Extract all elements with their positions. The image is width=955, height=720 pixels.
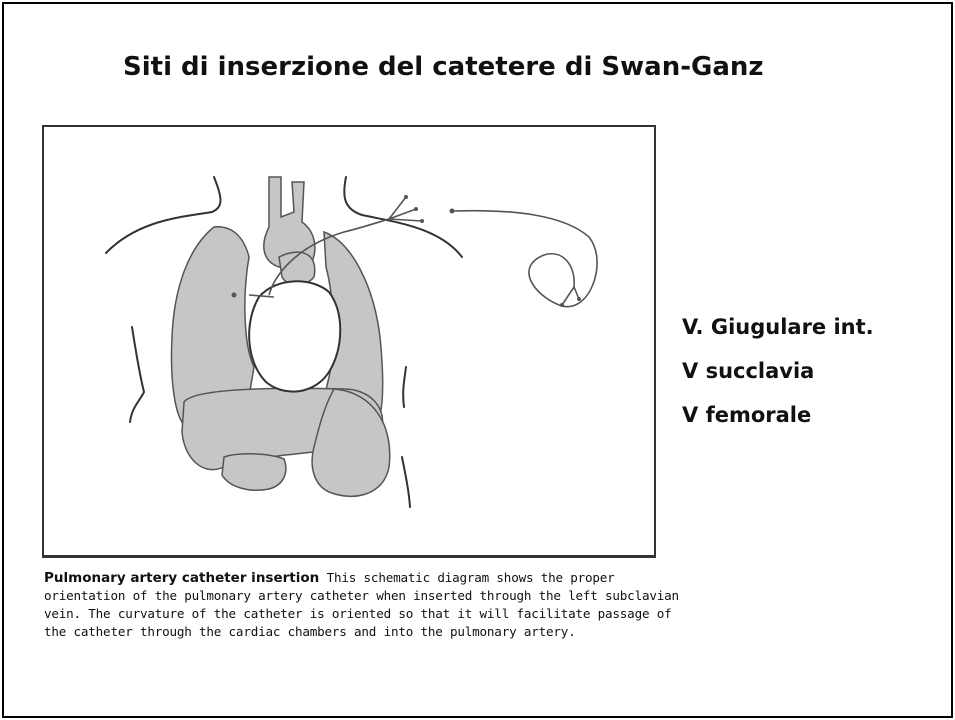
heart [248,280,342,393]
catheter-loop-tail-1 [561,286,575,306]
intestine [221,453,287,491]
catheter-diagram [42,125,656,558]
loop-dot-2 [577,297,581,301]
hub-dot-2 [414,207,418,211]
catheter-hub-line-3 [388,218,423,222]
catheter-body [268,218,390,296]
anatomy-illustration [105,176,598,508]
insertion-sites-list: V. Giugulare int. V succlavia V femorale [682,305,874,437]
caption-title: Pulmonary artery catheter insertion [44,570,320,586]
site-item: V. Giugulare int. [682,315,874,339]
caption-body: This schematic diagram shows the proper … [44,570,679,639]
hub-dot-1 [404,195,408,199]
figure-caption: Pulmonary artery catheter insertion This… [44,569,684,641]
stomach [311,388,391,498]
catheter-tip-dot [231,292,237,298]
hub-dot-3 [420,219,424,223]
site-item: V succlavia [682,359,815,383]
catheter-hub-line-2 [388,208,417,220]
torso-side-left [129,326,146,423]
slide-title: Siti di inserzione del catetere di Swan-… [123,52,764,82]
torso-side-right [402,366,407,408]
catheter-loop-tail-2 [573,286,580,300]
neck-outline-left [105,176,222,254]
catheter-loop [451,209,598,308]
site-item: V femorale [682,403,812,427]
catheter-tip [248,294,275,298]
torso-side-right-lower [401,456,411,508]
loop-dot-1 [560,303,564,307]
catheter-end-dot [449,208,455,214]
neck-outline-right [343,176,463,258]
catheter-hub-line-1 [388,196,407,220]
